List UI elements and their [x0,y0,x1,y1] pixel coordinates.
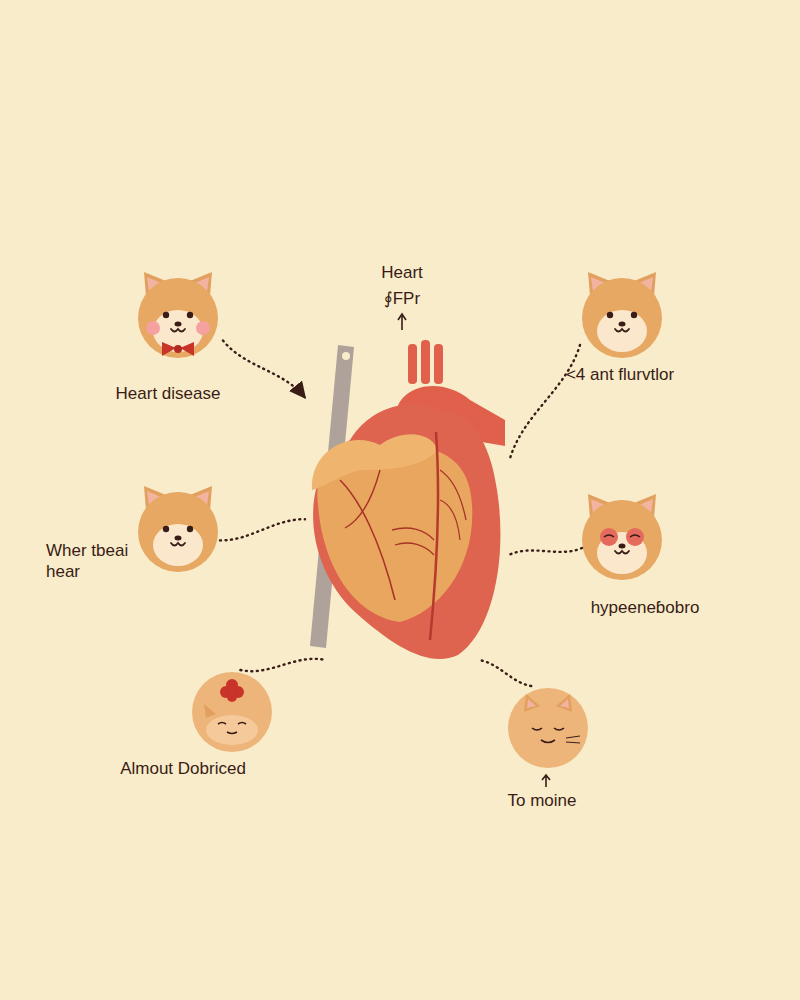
node-label: To moine [508,790,577,811]
node-label: hypeeneɓobro [591,597,700,618]
node-label: Wher tbeai hear [46,540,134,582]
dotted-connector [220,519,305,540]
dotted-connector [240,659,325,671]
node-label: ∮FPr [384,288,420,309]
dotted-connector [510,345,580,459]
animal-node: <4 ant flurvtlor [580,276,664,360]
node-label: Almout Dobriced [120,758,246,779]
animal-face [582,494,662,580]
animal-face [138,486,218,572]
animal-face [582,272,662,358]
animal-node: Wher tbeai hear [136,490,220,574]
animal-node: Almout Dobriced [190,670,274,754]
animal-node: hypeeneɓobro [582,500,662,580]
animal-node: To moine [506,686,590,770]
animal-node: Heart∮FPr [305,340,510,660]
dotted-connector [479,660,531,686]
animal-node: Heart disease [133,273,223,363]
dotted-connector [223,341,305,398]
dotted-connector [510,548,582,554]
animal-face [508,688,588,768]
node-label: Heart disease [116,383,221,404]
heart [312,340,505,659]
node-label: <4 ant flurvtlor [566,364,674,385]
animal-face [192,672,272,752]
animal-face [138,272,218,358]
node-label: Heart [381,262,423,283]
